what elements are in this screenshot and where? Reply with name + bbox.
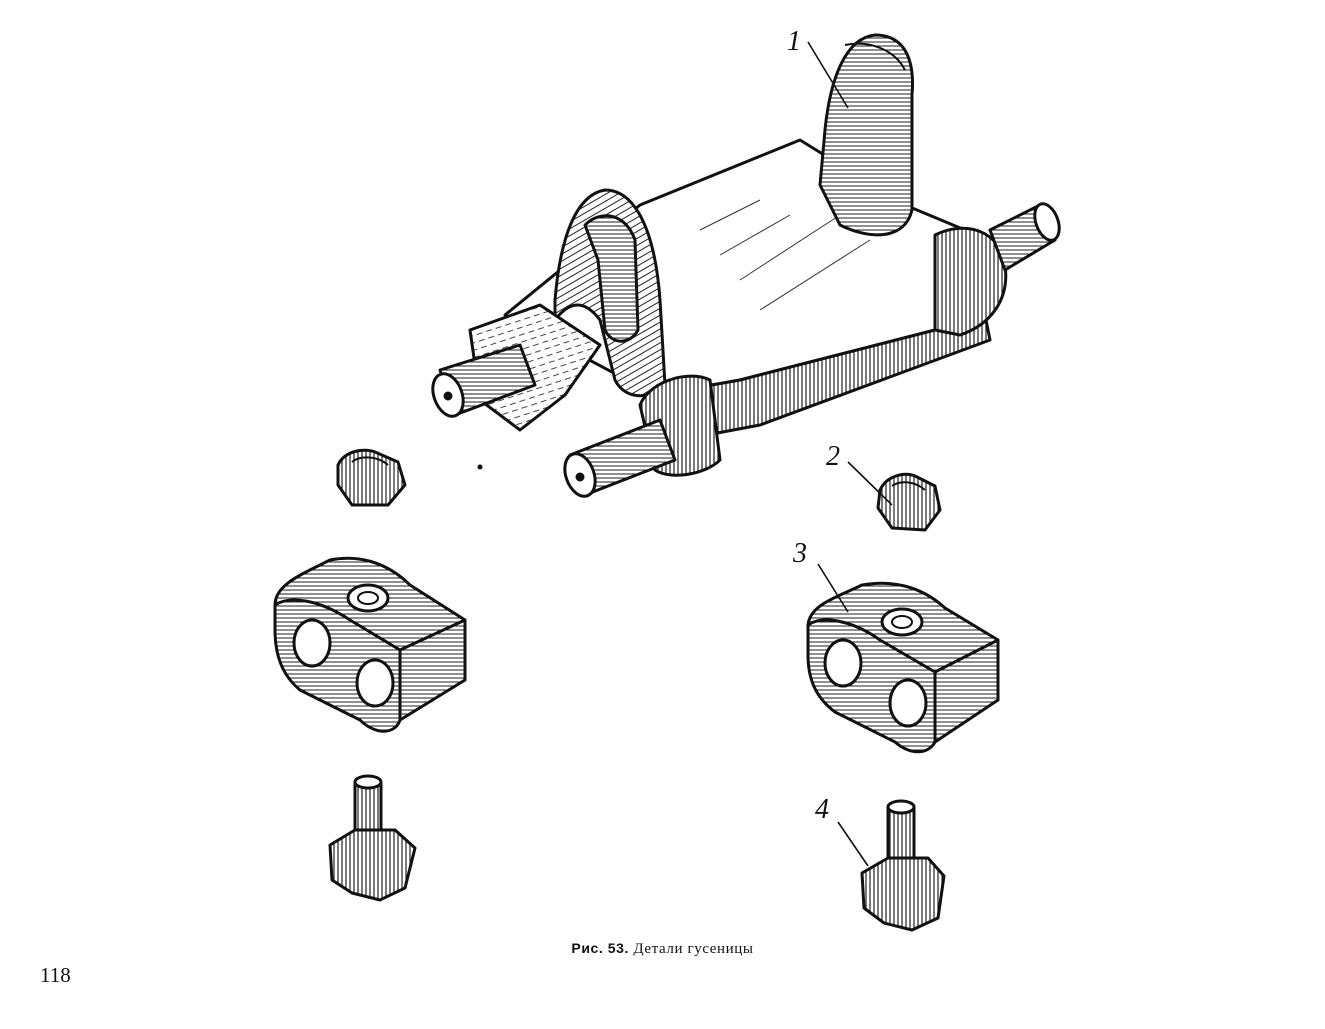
callout-3: 3 (792, 538, 807, 569)
caption-text: Детали гусеницы (633, 941, 754, 957)
callout-1: 1 (787, 26, 801, 57)
callout-2: 2 (826, 441, 840, 472)
wedge-bolt-left (328, 774, 417, 902)
guide-horn-rear (818, 33, 915, 237)
front-pin-right (563, 418, 677, 498)
rear-pin (988, 202, 1061, 272)
ink-dot (477, 464, 483, 470)
nut-left (336, 448, 407, 507)
front-pin-left (431, 343, 537, 418)
connector-right (806, 581, 1000, 754)
caption-number: 53. (607, 940, 630, 956)
callout-4: 4 (815, 794, 829, 825)
wedge-bolt-right (860, 799, 946, 932)
figure-caption: Рис. 53. Детали гусеницы (0, 940, 1325, 958)
connector-left (273, 556, 467, 733)
page-number: 118 (40, 963, 71, 987)
nut-right (876, 472, 942, 532)
leader-lines (807, 41, 893, 867)
track-link (431, 33, 1061, 498)
caption-prefix: Рис. (571, 940, 604, 956)
